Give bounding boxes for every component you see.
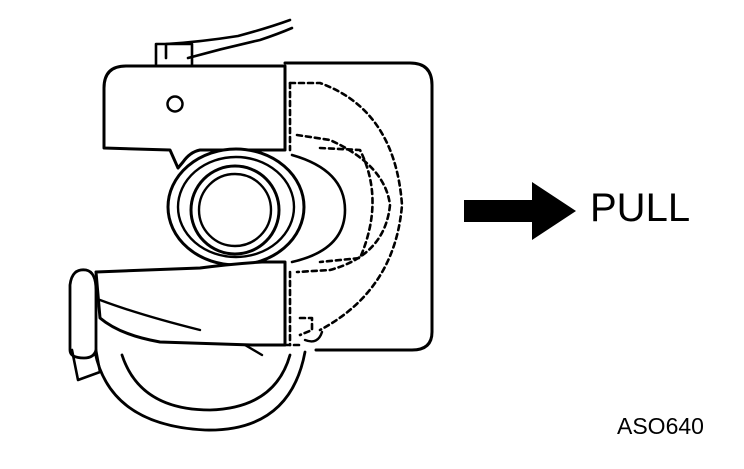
handle-base <box>70 348 102 382</box>
figure-code: ASO640 <box>617 413 704 439</box>
pull-label: PULL <box>590 186 691 230</box>
housing-outline <box>283 61 434 352</box>
lower-jaw <box>94 260 287 347</box>
pivot-hole <box>166 95 184 113</box>
lower-jaw-inner <box>98 298 202 332</box>
top-tab <box>154 42 194 66</box>
coupling-ring <box>166 147 347 267</box>
hook-gap <box>243 330 324 357</box>
side-handle <box>68 268 98 360</box>
release-lever <box>164 18 294 60</box>
right-arrow-icon <box>464 182 576 240</box>
lower-hook <box>93 350 307 432</box>
hidden-cam-lines <box>256 81 404 347</box>
